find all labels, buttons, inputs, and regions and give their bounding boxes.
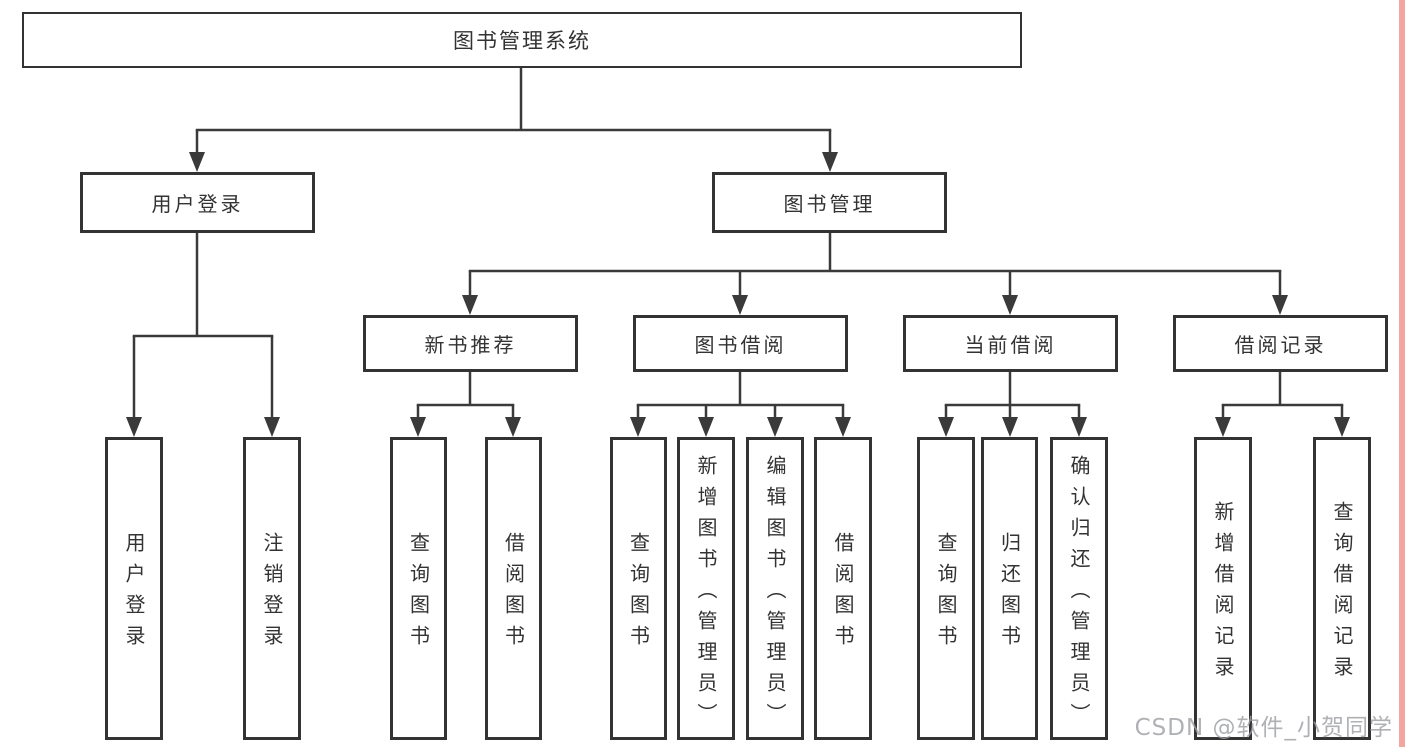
leaf-edit-books-admin: 编辑图书（管理员） (746, 437, 804, 740)
leaf-add-borrow-record: 新增借阅记录 (1194, 437, 1252, 740)
leaf-query-borrow-record: 查询借阅记录 (1313, 437, 1371, 740)
csdn-watermark-text: CSDN @软件_小贺同学 (1134, 715, 1393, 741)
leaf-borrow-books-2: 借阅图书 (814, 437, 872, 740)
leaf-logout: 注销登录 (243, 437, 301, 740)
leaf-query-books-1: 查询图书 (390, 437, 447, 740)
leaf-user-login: 用户登录 (105, 437, 163, 740)
node-borrowing-records: 借阅记录 (1173, 315, 1388, 372)
node-book-management: 图书管理 (712, 172, 947, 233)
leaf-return-books: 归还图书 (981, 437, 1038, 740)
leaf-confirm-return-admin: 确认归还（管理员） (1050, 437, 1108, 740)
leaf-add-books-admin: 新增图书（管理员） (677, 437, 735, 740)
node-current-borrowing: 当前借阅 (903, 315, 1118, 372)
node-library-management-system: 图书管理系统 (22, 12, 1022, 68)
leaf-borrow-books-1: 借阅图书 (485, 437, 542, 740)
node-user-login: 用户登录 (80, 172, 315, 233)
leaf-query-books-2: 查询图书 (610, 437, 667, 740)
node-new-book-recommend: 新书推荐 (363, 315, 578, 372)
csdn-watermark-strip (1399, 0, 1405, 747)
leaf-query-books-3: 查询图书 (917, 437, 975, 740)
node-book-borrowing: 图书借阅 (633, 315, 848, 372)
